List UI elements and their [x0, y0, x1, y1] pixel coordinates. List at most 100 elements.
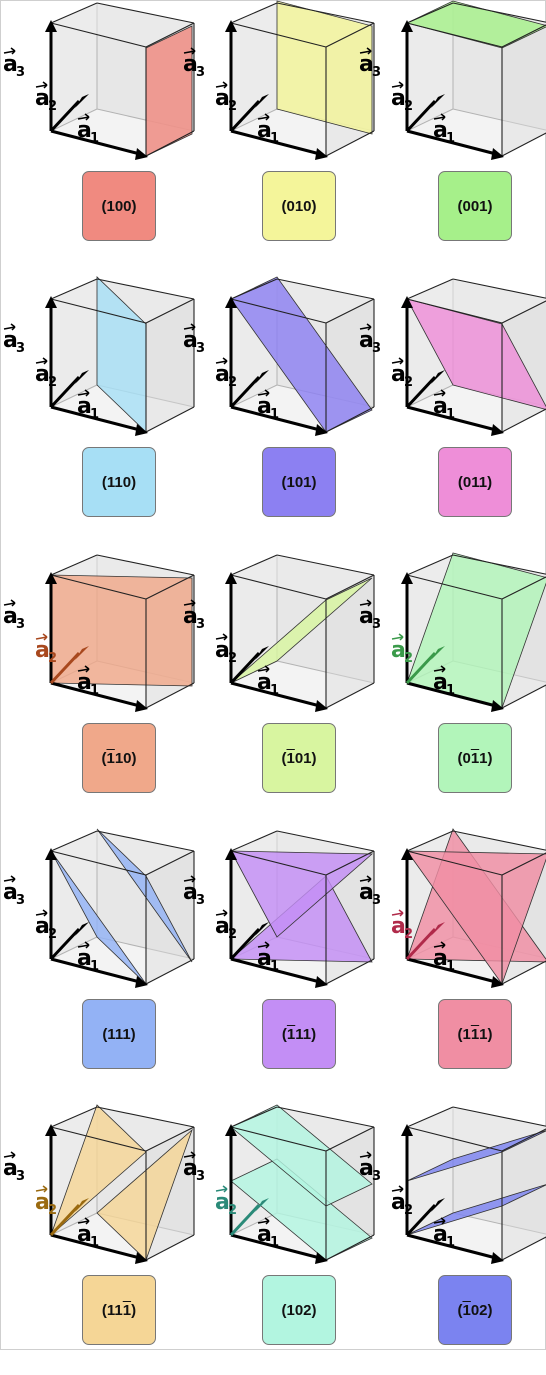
- lattice-plane: [230, 1158, 373, 1261]
- a1-arrowhead: [135, 424, 148, 436]
- a3-arrowhead: [45, 1124, 57, 1136]
- a3-arrowhead: [401, 848, 413, 860]
- lattice-plane: [230, 276, 373, 433]
- miller-index-text: 1): [479, 749, 493, 767]
- a3-arrowhead: [45, 296, 57, 308]
- a1-label: a1: [433, 665, 455, 698]
- svg-text:1: 1: [270, 1235, 279, 1250]
- a3-label: a3: [183, 1151, 205, 1184]
- svg-text:a: a: [77, 394, 92, 419]
- a2-arrowhead: [255, 1198, 269, 1212]
- svg-text:a: a: [257, 946, 272, 971]
- a3-label: a3: [3, 323, 25, 356]
- miller-index-text: (: [457, 1301, 463, 1319]
- a3-arrowhead: [401, 1124, 413, 1136]
- lattice-plane: [96, 828, 193, 963]
- a3-arrowhead: [225, 572, 237, 584]
- a1-label: a1: [257, 113, 279, 146]
- miller-index-label: (010): [262, 171, 336, 241]
- miller-index-text: 02): [470, 1301, 493, 1319]
- lattice-plane: [96, 1128, 193, 1261]
- miller-index-text: 10): [114, 749, 137, 767]
- svg-text:a: a: [35, 86, 50, 111]
- svg-text:1: 1: [446, 407, 455, 422]
- a2-arrowhead: [75, 94, 89, 108]
- lattice-plane: [405, 0, 546, 49]
- miller-index-text: 1: [470, 749, 480, 767]
- miller-index-label: (102): [262, 1275, 336, 1345]
- svg-text:1: 1: [446, 683, 455, 698]
- miller-index-text: (100): [101, 197, 137, 215]
- svg-text:2: 2: [228, 375, 237, 390]
- svg-text:2: 2: [48, 651, 57, 666]
- a3-label: a3: [3, 47, 25, 80]
- svg-text:a: a: [183, 604, 198, 629]
- a1-label: a1: [433, 941, 455, 974]
- a1-label: a1: [77, 665, 99, 698]
- svg-text:2: 2: [228, 99, 237, 114]
- a1-arrowhead: [491, 424, 504, 436]
- svg-text:3: 3: [16, 893, 25, 908]
- svg-text:1: 1: [90, 1235, 99, 1250]
- miller-index-label: (100): [82, 171, 156, 241]
- svg-text:a: a: [215, 362, 230, 387]
- a2-arrowhead: [431, 646, 445, 660]
- miller-index-text: 01): [294, 749, 317, 767]
- lattice-plane: [276, 0, 373, 135]
- svg-text:a: a: [77, 1222, 92, 1247]
- a3-label: a3: [183, 323, 205, 356]
- svg-text:3: 3: [16, 617, 25, 632]
- a2-label: a2: [391, 357, 413, 390]
- miller-index-text: (: [101, 749, 107, 767]
- svg-text:3: 3: [196, 617, 205, 632]
- a3-label: a3: [3, 599, 25, 632]
- svg-text:2: 2: [48, 927, 57, 942]
- svg-text:a: a: [3, 52, 18, 77]
- a2-label: a2: [391, 909, 413, 942]
- lattice-plane: [406, 1184, 546, 1236]
- svg-text:a: a: [257, 118, 272, 143]
- a1-label: a1: [77, 941, 99, 974]
- svg-text:3: 3: [196, 893, 205, 908]
- a2-label: a2: [215, 81, 237, 114]
- miller-index-text: (11: [101, 1301, 123, 1319]
- svg-text:a: a: [257, 670, 272, 695]
- a3-arrowhead: [401, 572, 413, 584]
- svg-text:3: 3: [196, 1169, 205, 1184]
- svg-text:1: 1: [270, 407, 279, 422]
- a2-label: a2: [215, 909, 237, 942]
- a1-arrowhead: [315, 700, 328, 712]
- svg-text:2: 2: [404, 651, 413, 666]
- svg-text:2: 2: [404, 375, 413, 390]
- lattice-plane: [230, 850, 374, 938]
- a2-arrowhead: [431, 922, 445, 936]
- miller-index-text: 1: [106, 749, 115, 767]
- a1-label: a1: [77, 113, 99, 146]
- lattice-plane: [50, 1104, 147, 1237]
- miller-index-label: (001): [438, 171, 512, 241]
- svg-text:3: 3: [372, 893, 381, 908]
- a2-arrowhead: [75, 922, 89, 936]
- svg-text:2: 2: [48, 375, 57, 390]
- svg-text:a: a: [257, 394, 272, 419]
- a2-arrowhead: [431, 1198, 445, 1212]
- a3-label: a3: [359, 1151, 381, 1184]
- lattice-plane: [230, 577, 373, 684]
- svg-text:a: a: [3, 1156, 18, 1181]
- svg-text:1: 1: [270, 959, 279, 974]
- miller-index-text: 1: [286, 1025, 296, 1043]
